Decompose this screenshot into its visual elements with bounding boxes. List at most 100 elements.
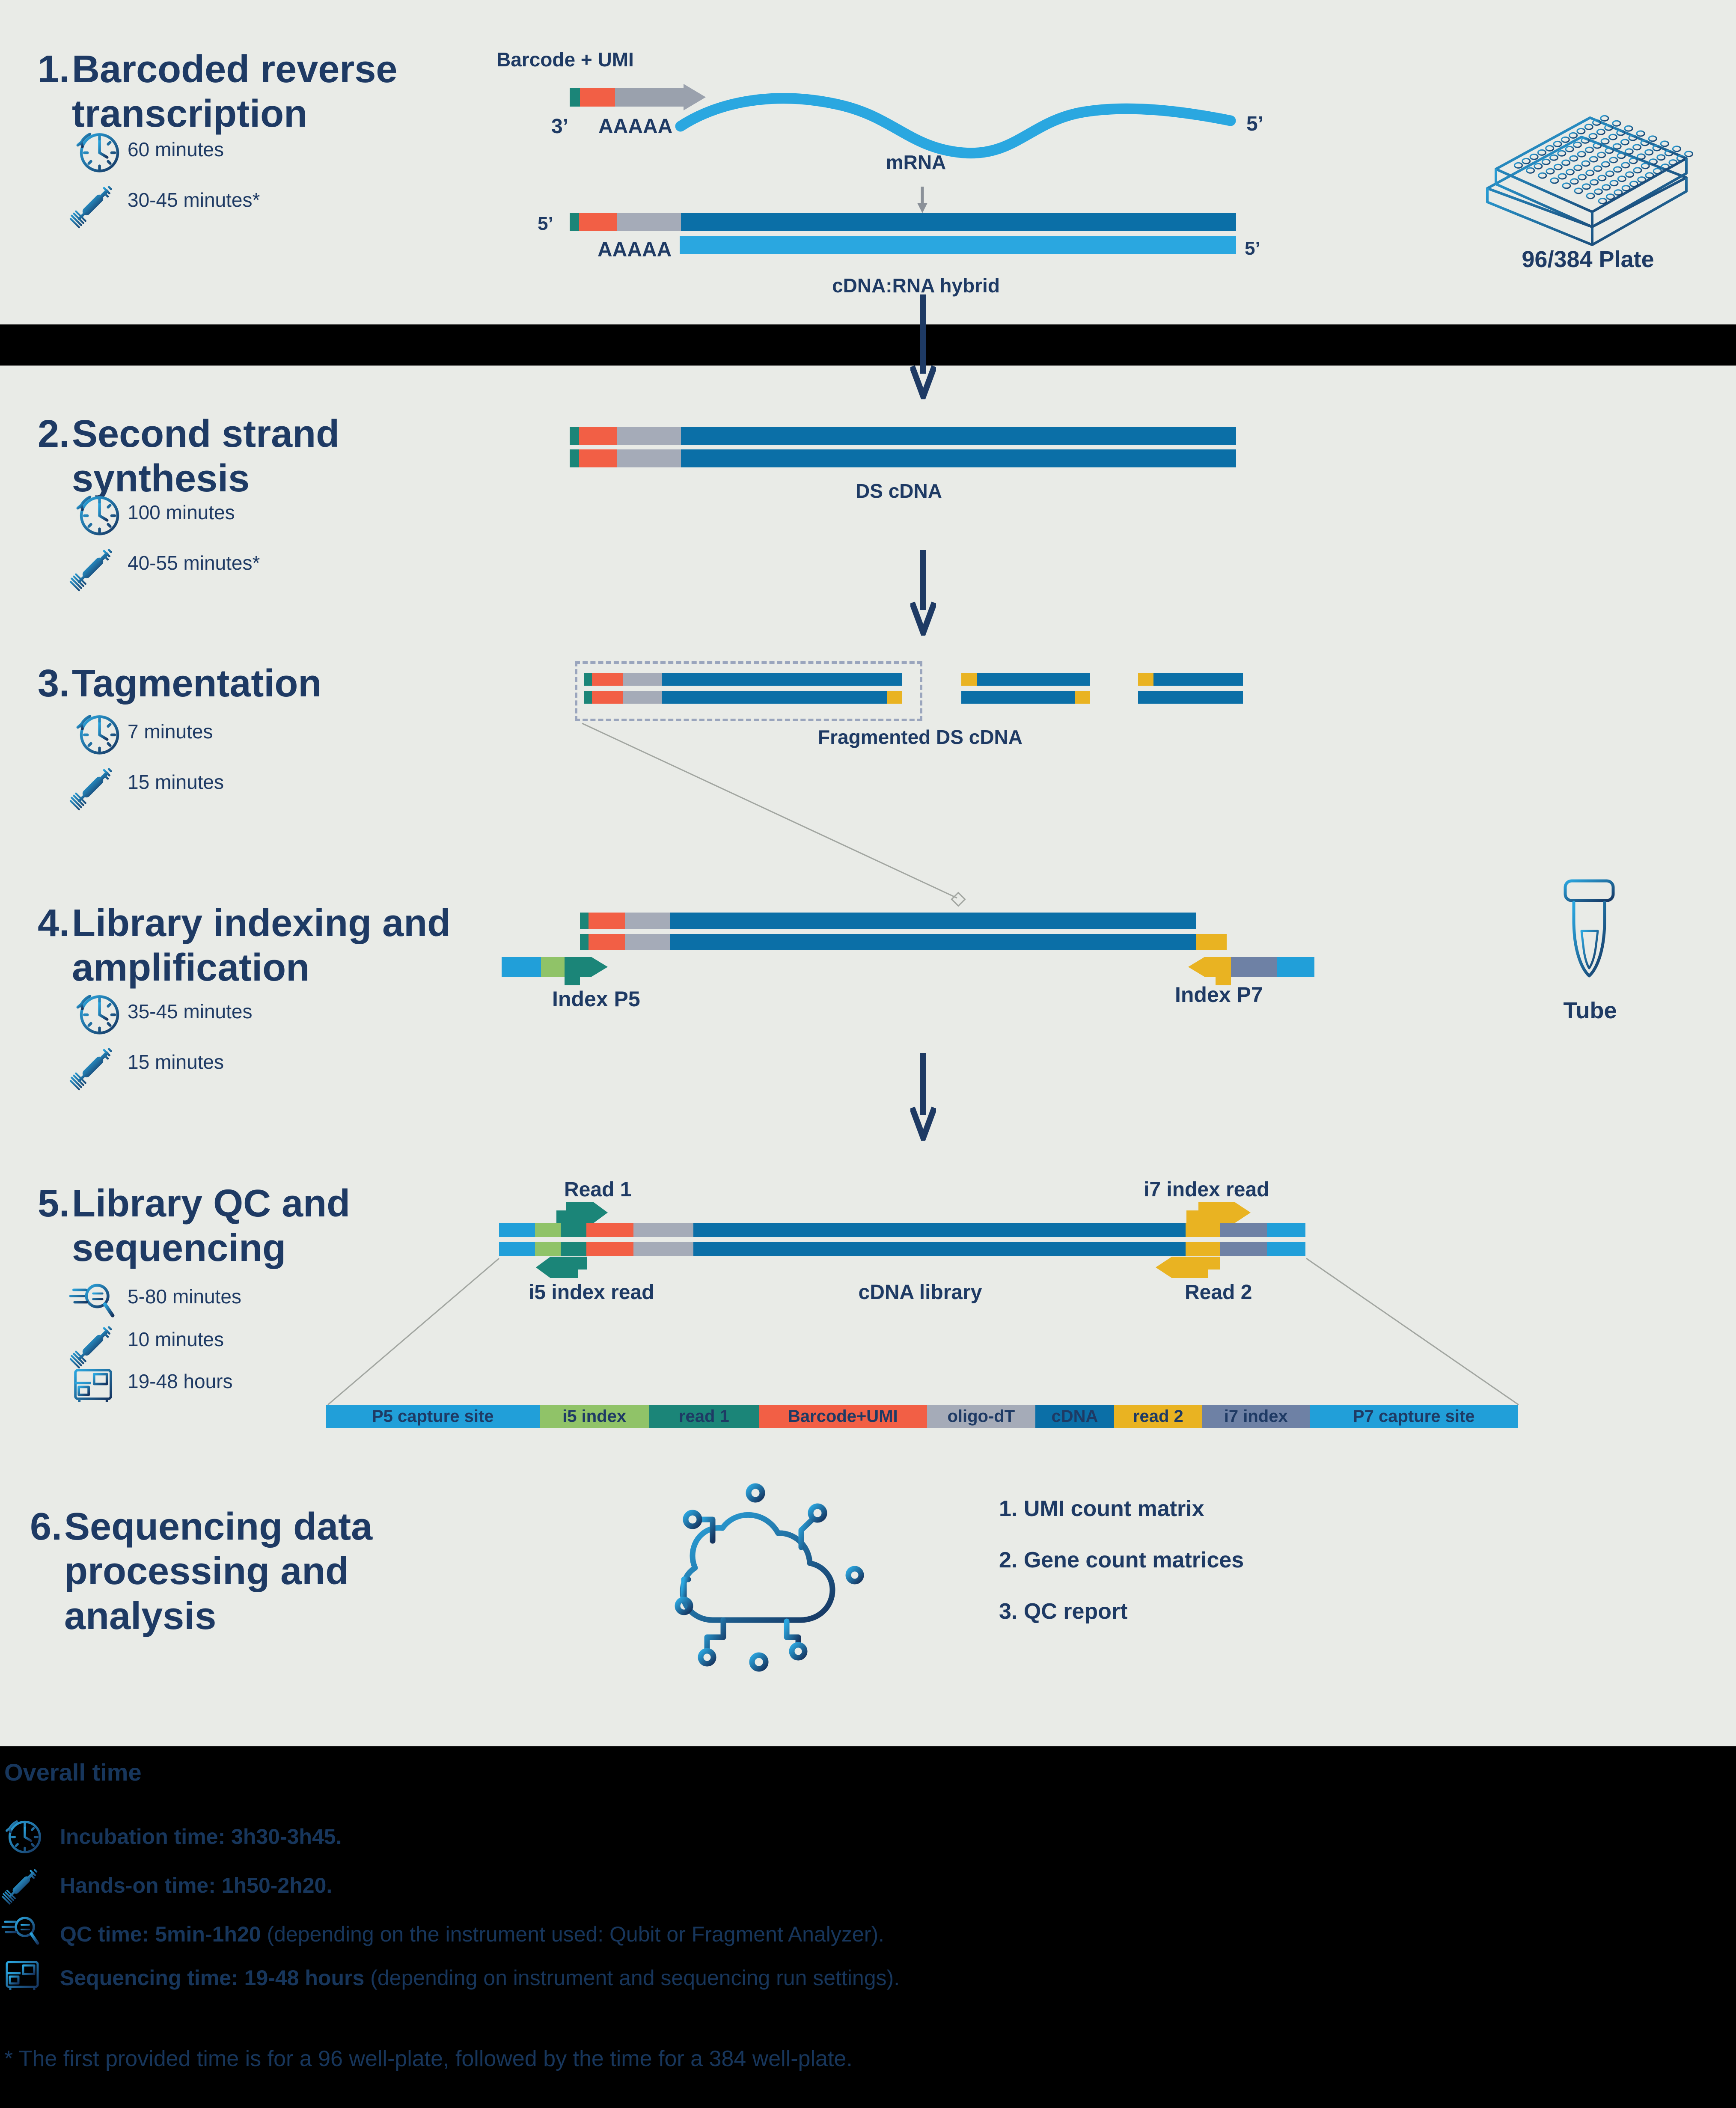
mrna-wave: [675, 93, 1236, 159]
mrna-label: mRNA: [886, 151, 946, 173]
step3-title: 3. Tagmentation: [38, 662, 322, 705]
three-prime-label: 3’: [551, 115, 569, 138]
index-p5-label: Index P5: [552, 987, 640, 1011]
ds-cdna-bar-top: [570, 427, 1236, 445]
down-arrow-1: [910, 294, 936, 399]
small-down-arrow-icon: [917, 187, 927, 213]
sequencing-bar-top: [499, 1223, 1305, 1237]
fragment1-bottom: [584, 691, 902, 704]
pipette-icon: [68, 539, 122, 592]
overall-time-heading: Overall time: [4, 1759, 142, 1786]
cloud-computing-icon: [675, 1483, 864, 1672]
tube-icon: [1564, 879, 1615, 978]
fragment-highlight-box: [575, 661, 922, 721]
cdna-library-label: cDNA library: [858, 1281, 982, 1304]
down-arrow-2: [910, 550, 936, 636]
polya-label: AAAAA: [598, 115, 673, 138]
handson-time: 10 minutes: [128, 1328, 224, 1350]
footer-incubation: Incubation time: 3h30-3h45.: [60, 1825, 342, 1849]
seqmap-segment: read 1: [649, 1405, 759, 1428]
five-prime-top-label: 5’: [538, 213, 553, 234]
sequencing-bar-bottom: [499, 1242, 1305, 1256]
clock-icon: [73, 987, 123, 1038]
handson-time: 15 minutes: [128, 771, 224, 793]
barcode-umi-label: Barcode + UMI: [496, 48, 634, 71]
incubation-time: 100 minutes: [128, 501, 235, 523]
umi-segment: [580, 88, 615, 107]
primer-arrowhead: [684, 84, 706, 110]
fragmented-label: Fragmented DS cDNA: [818, 726, 1023, 748]
footer-band: [0, 1746, 1736, 2108]
pipette-icon: [1, 1861, 45, 1906]
fragment2-top: [961, 673, 1090, 686]
index-p7-primer: [1188, 957, 1314, 985]
library-bar-top: [580, 913, 1196, 929]
primer-body: [615, 88, 684, 107]
barcode-segment: [570, 88, 580, 107]
i7-read-label: i7 index read: [1144, 1178, 1269, 1201]
seqmap-segment: Barcode+UMI: [758, 1405, 927, 1428]
plate-label: 96/384 Plate: [1522, 247, 1654, 272]
divider-band: [0, 324, 1736, 366]
incubation-time: 7 minutes: [128, 720, 213, 743]
hybrid-label: cDNA:RNA hybrid: [832, 274, 1000, 297]
sequencing-time: 19-48 hours: [128, 1370, 233, 1392]
fragment3-top: [1138, 673, 1243, 686]
seqmap-segment: i7 index: [1202, 1405, 1310, 1428]
sequencer-icon: [68, 1359, 118, 1409]
five-prime-wave-label: 5’: [1246, 113, 1264, 135]
qc-icon: [1, 1910, 44, 1953]
seqmap-segment: cDNA: [1035, 1405, 1114, 1428]
footnote: * The first provided time is for a 96 we…: [4, 2046, 853, 2071]
ds-cdna-label: DS cDNA: [856, 480, 942, 502]
rna-strand-bar: [680, 236, 1236, 254]
output-qc-report: 3. QC report: [999, 1599, 1128, 1624]
footer-handson: Hands-on time: 1h50-2h20.: [60, 1873, 333, 1897]
ds-cdna-bar-bottom: [570, 449, 1236, 467]
fragment3-bottom: [1138, 691, 1243, 704]
incubation-time: 60 minutes: [128, 138, 224, 161]
barcode-primer-arrow: [570, 84, 706, 110]
footer-sequencing: Sequencing time: 19-48 hours (depending …: [60, 1966, 900, 1990]
clock-icon: [3, 1814, 45, 1856]
pipette-icon: [68, 1038, 122, 1091]
clock-icon: [73, 707, 123, 758]
sequencer-icon: [1, 1953, 44, 1995]
pipette-icon: [68, 758, 122, 812]
handson-time: 15 minutes: [128, 1051, 224, 1073]
i7-read-arrow: [1186, 1202, 1251, 1223]
five-prime-bottom-label: 5’: [1245, 238, 1260, 259]
output-gene-matrices: 2. Gene count matrices: [999, 1548, 1244, 1573]
i5-read-label: i5 index read: [529, 1281, 654, 1304]
handson-time: 40-55 minutes*: [128, 552, 260, 574]
fragment1-top: [584, 673, 902, 686]
output-umi-matrix: 1. UMI count matrix: [999, 1496, 1204, 1521]
index-p7-label: Index P7: [1175, 983, 1263, 1007]
footer-qc: QC time: 5min-1h20 (depending on the ins…: [60, 1922, 884, 1946]
tube-label: Tube: [1563, 998, 1617, 1023]
well-plate-icon: [1486, 115, 1693, 246]
down-arrow-3: [910, 1053, 936, 1141]
seqmap-segment: P5 capture site: [326, 1405, 540, 1428]
read1-label: Read 1: [564, 1178, 632, 1201]
clock-icon: [73, 488, 123, 538]
i5-read-arrow: [536, 1257, 587, 1278]
index-p5-primer: [502, 957, 608, 985]
polya2-label: AAAAA: [597, 238, 672, 261]
seqmap-segment: P7 capture site: [1309, 1405, 1518, 1428]
seqmap-segment: oligo-dT: [927, 1405, 1036, 1428]
fragment2-bottom: [961, 691, 1090, 704]
step1-number: 1.: [38, 48, 70, 91]
read1-arrow: [556, 1202, 608, 1223]
handson-time: 30-45 minutes*: [128, 189, 260, 211]
incubation-time: 35-45 minutes: [128, 1000, 253, 1023]
read2-label: Read 2: [1185, 1281, 1252, 1304]
qc-time: 5-80 minutes: [128, 1285, 241, 1308]
